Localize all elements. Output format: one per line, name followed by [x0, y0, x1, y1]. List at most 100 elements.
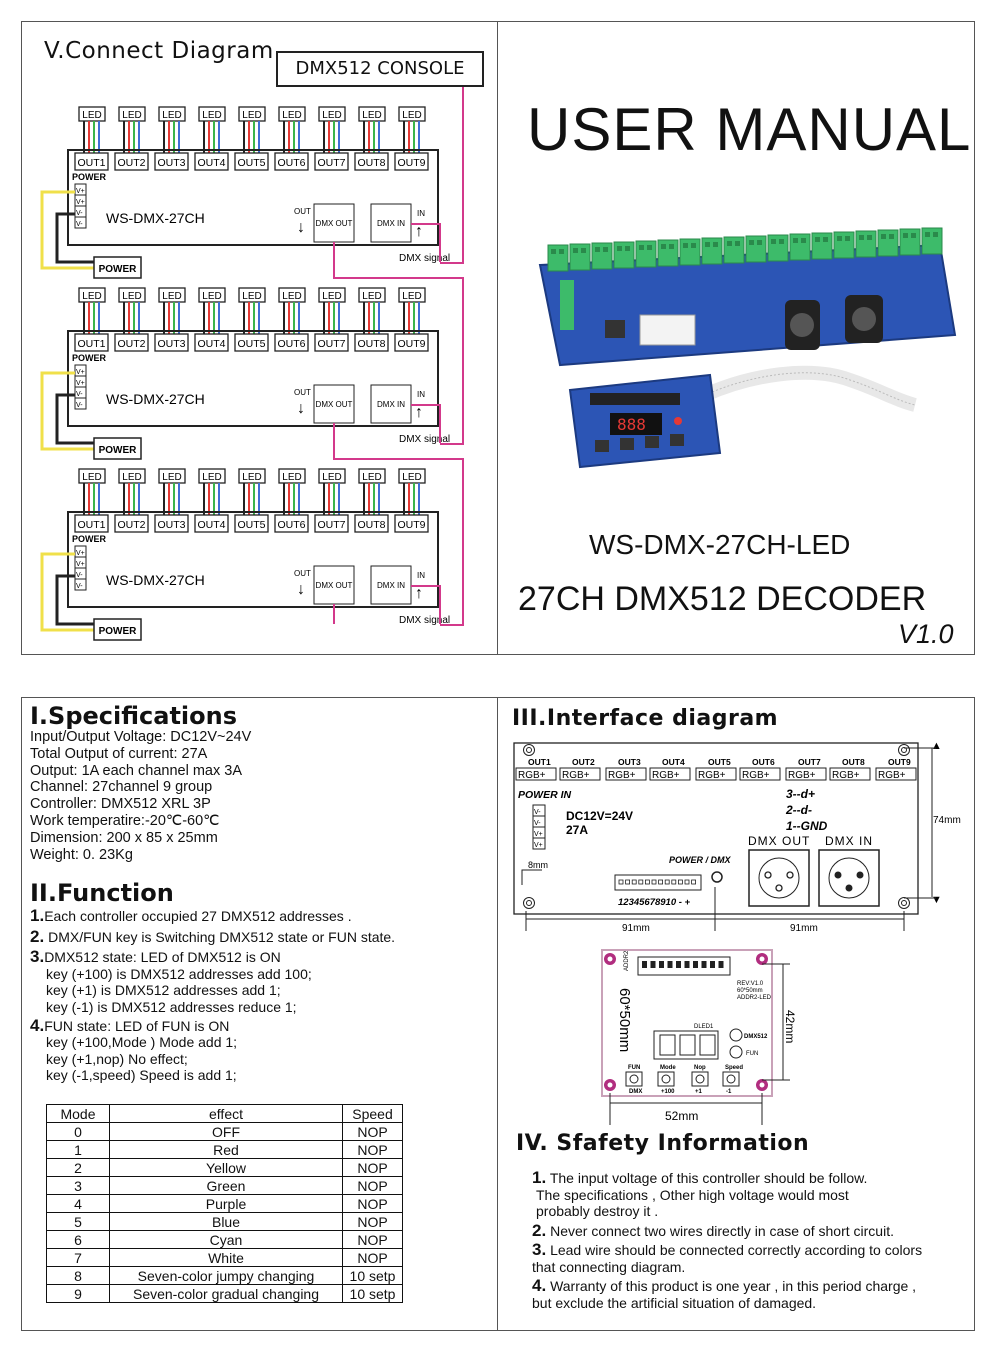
down-arrow-icon: ↓ — [297, 219, 305, 236]
power-pin — [532, 837, 546, 850]
in-small-label: IN — [417, 390, 425, 399]
terminal-screw — [749, 240, 754, 245]
safety-list: 1. The input voltage of this controller … — [532, 1168, 972, 1311]
terminal-screw — [661, 244, 666, 249]
led-label: LED — [402, 472, 421, 483]
dmx-console-box: DMX512 CONSOLE — [276, 51, 484, 87]
terminal-block — [855, 230, 877, 258]
terminal-screw — [559, 249, 564, 254]
power-terminal — [74, 578, 87, 591]
dmx-led — [729, 1028, 743, 1042]
speed-cell: NOP — [342, 1194, 403, 1213]
led-box — [198, 106, 226, 122]
out-box — [74, 152, 109, 171]
function-item: 1.Each controller occupied 27 DMX512 add… — [30, 907, 395, 925]
led-box — [158, 106, 186, 122]
out-box — [314, 333, 349, 352]
led-box — [278, 287, 306, 303]
function-list: 1.Each controller occupied 27 DMX512 add… — [30, 906, 395, 1084]
dip-cell — [650, 961, 656, 968]
function-item: key (-1,speed) Speed is add 1; — [46, 1067, 237, 1084]
dmx-signal-label: DMX signal — [399, 434, 450, 445]
led-label: LED — [362, 110, 381, 121]
function-item: key (+1,nop) No effect; — [46, 1050, 188, 1067]
dip-cell — [659, 961, 664, 968]
model-label: WS-DMX-27CH — [106, 572, 205, 588]
dip-cell — [691, 879, 697, 885]
led-box — [358, 106, 386, 122]
product-photo: 888 — [538, 227, 957, 469]
dip-cell — [718, 961, 724, 968]
power-terminal-label: V+ — [76, 380, 85, 387]
power-label: POWER — [72, 534, 107, 544]
out-label: OUT8 — [357, 338, 385, 350]
power-box-label: POWER — [99, 626, 138, 637]
dip-cell — [710, 961, 715, 968]
led-box — [318, 468, 346, 484]
power-terminal-label: V- — [76, 210, 83, 217]
out-box — [194, 333, 229, 352]
dmx-out-heading: DMX OUT — [748, 834, 810, 848]
table-header: effect — [109, 1104, 343, 1123]
dip-cell — [701, 961, 707, 968]
safety-line: Warranty of this product is one year , i… — [550, 1278, 917, 1294]
push-button-cap — [629, 1074, 639, 1084]
table-header: Mode — [46, 1104, 110, 1123]
mount-hole-inner — [526, 900, 532, 906]
switch-label: 12345678910 - + — [618, 897, 691, 908]
out-label: OUT9 — [397, 519, 425, 531]
rgb-terminal-label: RGB+ — [788, 770, 816, 781]
led-label: LED — [362, 291, 381, 302]
terminal-screw — [925, 232, 930, 237]
seven-seg-display — [653, 1030, 719, 1060]
terminal-block — [723, 236, 745, 264]
mount-hole-inner — [759, 1082, 765, 1088]
dim-52mm: 52mm — [665, 1109, 698, 1123]
table-header: Speed — [342, 1104, 403, 1123]
out-label: OUT9 — [397, 338, 425, 350]
key-top-label: FUN — [628, 1065, 640, 1071]
terminal-block — [833, 231, 855, 259]
push-button — [657, 1071, 675, 1087]
controller-body — [67, 330, 439, 427]
effect-cell: White — [109, 1248, 343, 1267]
interface-title: III.Interface diagram — [512, 706, 779, 731]
voltage-label: DC12V=24V — [566, 809, 633, 823]
power-in-label: POWER IN — [518, 789, 572, 801]
out-label: OUT7 — [317, 519, 345, 531]
led-label: LED — [122, 110, 141, 121]
out-box — [314, 514, 349, 533]
function-item: 4.FUN state: LED of FUN is ON — [30, 1017, 395, 1035]
terminal-screw — [933, 232, 938, 237]
led-box — [238, 287, 266, 303]
terminal-block — [701, 237, 723, 265]
out-box — [194, 514, 229, 533]
terminal-screw — [705, 242, 710, 247]
safety-num: 1. — [532, 1168, 547, 1187]
led-label: LED — [402, 291, 421, 302]
controller-body — [67, 511, 439, 608]
dmx-in-label: DMX IN — [377, 219, 405, 228]
rev-label: REV:V1.0 — [737, 981, 764, 987]
led-box — [278, 468, 306, 484]
dmx-signal-label: DMX signal — [399, 253, 450, 264]
safety-item: 2. Never connect two wires directly in c… — [532, 1222, 972, 1240]
key-bottom-label: +1 — [695, 1089, 703, 1095]
cover-subtitle: 27CH DMX512 DECODER — [518, 580, 927, 618]
terminal-screw — [581, 248, 586, 253]
current-label: 27A — [566, 823, 588, 837]
effect-cell: Blue — [109, 1212, 343, 1231]
led-box — [78, 287, 106, 303]
dmx-in-port — [370, 565, 412, 605]
power-terminal-label: V+ — [76, 369, 85, 376]
terminal-screw — [845, 236, 850, 241]
out-box — [154, 514, 189, 533]
power-pin-label: V- — [534, 820, 541, 827]
led-box — [118, 106, 146, 122]
led-box — [318, 287, 346, 303]
power-wire-yellow — [40, 552, 94, 632]
led-box — [118, 287, 146, 303]
